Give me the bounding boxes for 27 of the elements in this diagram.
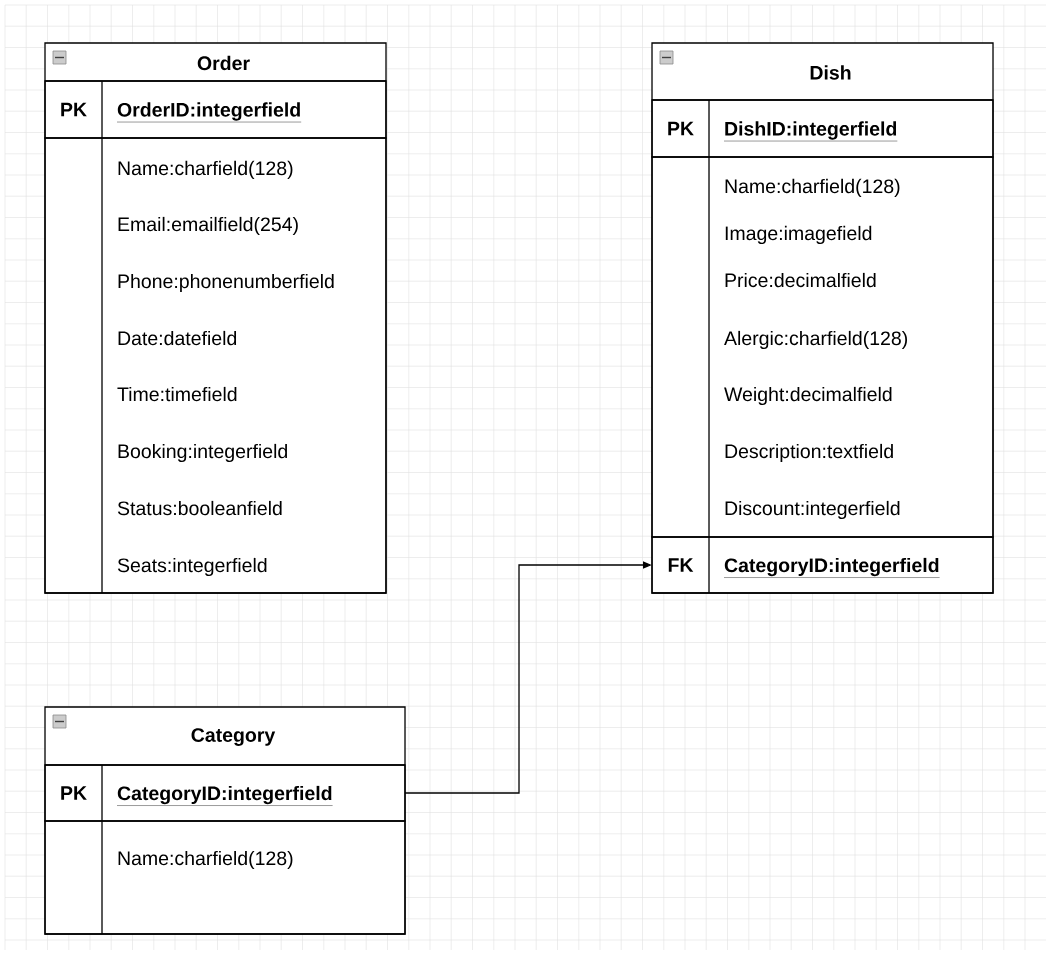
field-name: Discount:integerfield	[725, 500, 900, 520]
table-title: Dish	[810, 65, 851, 80]
field-name: Time:timefield	[117, 386, 237, 402]
key-label: FK	[668, 558, 694, 572]
key-field: CategoryID:integerfield	[723, 557, 940, 578]
key-label: PK	[668, 121, 694, 136]
field-name: Name:charfield(128)	[725, 178, 900, 198]
field-name: Image:imagefield	[725, 225, 872, 245]
field-name: Booking:integerfield	[118, 443, 287, 463]
field-name: Price:decimalfield	[725, 272, 876, 288]
table-title: Category	[191, 728, 276, 746]
field-name: Email:emailfield(254)	[118, 216, 298, 236]
key-field: DishID:integerfield	[723, 121, 898, 142]
table-title: Order	[197, 55, 250, 71]
field-name: Date:datefield	[118, 330, 237, 346]
field-name: Description:textfield	[725, 443, 893, 463]
field-name: Name:charfield(128)	[118, 160, 293, 180]
field-name: Status:booleanfield	[117, 500, 282, 516]
field-name: Alergic:charfield(128)	[724, 330, 907, 350]
field-name: Name:charfield(128)	[118, 850, 293, 870]
key-label: PK	[61, 786, 87, 800]
key-label: PK	[61, 102, 87, 117]
field-name: Seats:integerfield	[117, 557, 267, 577]
key-field: OrderID:integerfield	[116, 102, 302, 123]
key-field: CategoryID:integerfield	[116, 785, 333, 806]
field-name: Phone:phonenumberfield	[118, 273, 334, 293]
field-name: Weight:decimalfield	[724, 386, 892, 406]
